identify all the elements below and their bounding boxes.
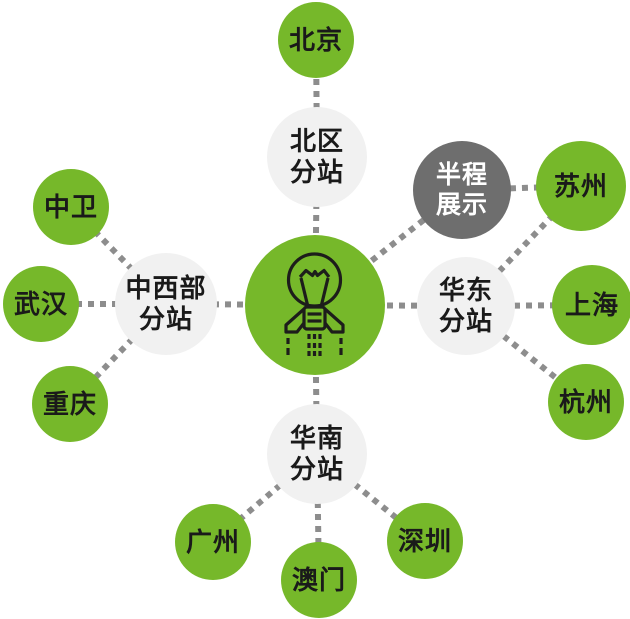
node-label: 分站 xyxy=(289,454,344,484)
node-wuhan: 武汉 xyxy=(3,266,79,342)
node-label: 北区 xyxy=(289,126,344,156)
node-label: 分站 xyxy=(289,157,344,187)
node-label: 半程 xyxy=(435,161,488,189)
node-south-branch: 华南 分站 xyxy=(267,404,367,504)
node-hangzhou: 杭州 xyxy=(548,364,624,440)
node-label: 苏州 xyxy=(553,170,608,201)
node-label: 重庆 xyxy=(42,388,97,419)
node-label: 展示 xyxy=(435,191,488,219)
node-label: 中西部 xyxy=(125,273,207,303)
lightbulb-rocket-icon xyxy=(284,252,345,356)
node-label: 杭州 xyxy=(558,386,613,417)
node-hub xyxy=(245,235,385,375)
node-north-branch: 北区 分站 xyxy=(267,107,367,207)
node-shenzhen: 深圳 xyxy=(387,503,463,579)
node-guangzhou: 广州 xyxy=(175,504,251,580)
node-label: 华东 xyxy=(438,275,493,305)
node-label: 深圳 xyxy=(397,525,452,556)
node-midwest-branch: 中西部 分站 xyxy=(115,253,217,355)
node-label: 分站 xyxy=(438,306,493,336)
edge-south-branch-macau xyxy=(314,453,322,581)
node-east-branch: 华东 分站 xyxy=(417,257,515,355)
node-chongqing: 重庆 xyxy=(32,366,108,442)
node-label: 广州 xyxy=(185,526,240,557)
node-shanghai: 上海 xyxy=(552,265,630,345)
node-macau: 澳门 xyxy=(281,542,357,618)
node-zhongwei: 中卫 xyxy=(33,169,109,245)
node-label: 北京 xyxy=(288,24,343,55)
node-label: 华南 xyxy=(289,423,344,453)
node-beijing: 北京 xyxy=(278,2,354,78)
node-label: 武汉 xyxy=(13,288,68,319)
node-label: 中卫 xyxy=(43,191,98,222)
node-label: 上海 xyxy=(564,289,619,320)
node-label: 澳门 xyxy=(291,564,346,595)
node-label: 分站 xyxy=(138,304,193,334)
node-half-display: 半程 展示 xyxy=(413,141,511,239)
node-suzhou: 苏州 xyxy=(536,141,626,231)
edge-east-branch-shanghai xyxy=(465,302,593,309)
